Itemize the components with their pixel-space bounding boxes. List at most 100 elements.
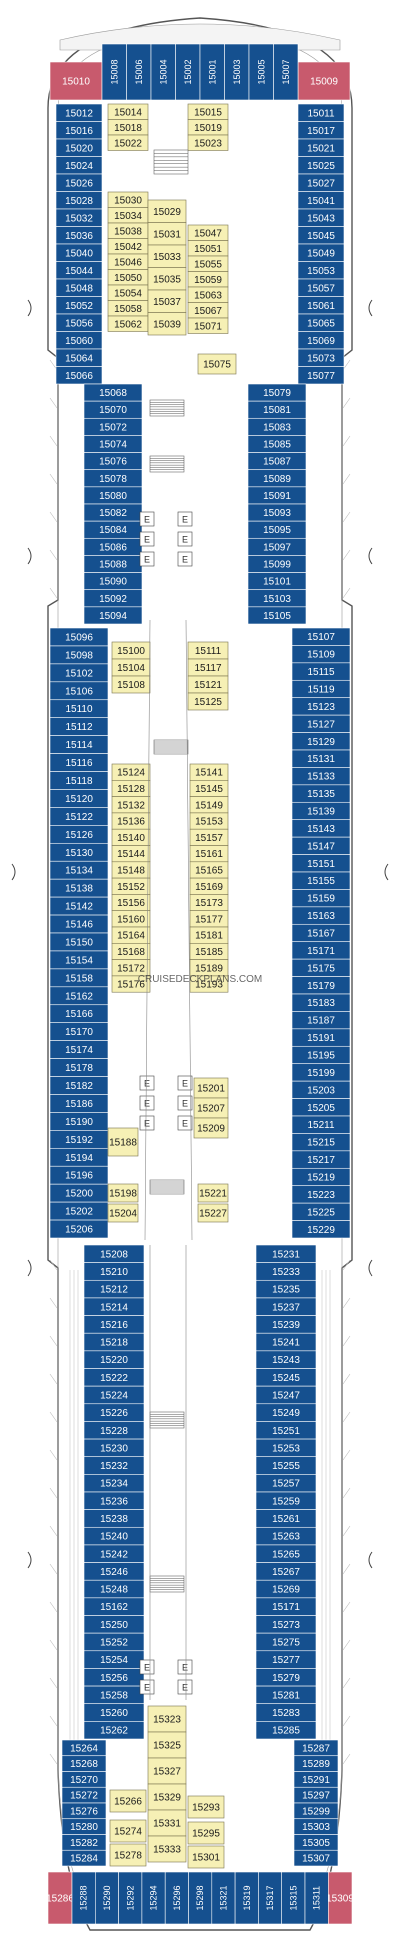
cabin-balcony[interactable]: 15255 xyxy=(255,1456,317,1475)
cabin-interior[interactable]: 15141 xyxy=(189,763,229,781)
cabin-interior[interactable]: 15014 xyxy=(107,103,149,120)
cabin-balcony[interactable]: 15228 xyxy=(83,1421,145,1440)
cabin-interior[interactable]: 15019 xyxy=(187,119,229,136)
cabin-balcony[interactable]: 15283 xyxy=(255,1703,317,1722)
cabin-balcony[interactable]: 15154 xyxy=(49,950,109,970)
cabin-balcony[interactable]: 15106 xyxy=(49,681,109,701)
cabin-balcony[interactable]: 15226 xyxy=(83,1403,145,1422)
cabin-interior[interactable]: 15198 xyxy=(107,1183,139,1203)
cabin-balcony[interactable]: 15043 xyxy=(297,208,345,227)
cabin-balcony[interactable]: 15224 xyxy=(83,1385,145,1405)
cabin-interior[interactable]: 15132 xyxy=(111,796,151,814)
cabin-interior[interactable]: 15038 xyxy=(107,222,149,239)
cabin-balcony[interactable]: 15187 xyxy=(291,1011,351,1030)
cabin-balcony[interactable]: 15284 xyxy=(61,1849,107,1867)
stern-cabin[interactable]: 15321 xyxy=(211,1871,236,1925)
cabin-balcony[interactable]: 15273 xyxy=(255,1615,317,1634)
cabin-balcony[interactable]: 15093 xyxy=(247,503,307,522)
cabin-balcony[interactable]: 15182 xyxy=(49,1076,109,1095)
cabin-balcony[interactable]: 15238 xyxy=(83,1509,145,1528)
cabin-balcony[interactable]: 15028 xyxy=(55,191,103,210)
cabin-interior[interactable]: 15039 xyxy=(147,312,187,336)
cabin-balcony[interactable]: 15186 xyxy=(49,1094,109,1113)
cabin-balcony[interactable]: 15240 xyxy=(83,1526,145,1546)
cabin-balcony[interactable]: 15143 xyxy=(291,819,351,838)
cabin-balcony[interactable]: 15248 xyxy=(83,1579,145,1599)
cabin-balcony[interactable]: 15122 xyxy=(49,807,109,826)
cabin-interior[interactable]: 15128 xyxy=(111,779,151,797)
cabin-balcony[interactable]: 15068 xyxy=(83,383,143,402)
cabin-balcony[interactable]: 15102 xyxy=(49,663,109,683)
cabin-balcony[interactable]: 15253 xyxy=(255,1438,317,1458)
cabin-balcony[interactable]: 15095 xyxy=(247,520,307,539)
cabin-balcony[interactable]: 15049 xyxy=(297,243,345,262)
cabin-balcony[interactable]: 15130 xyxy=(49,842,109,862)
cabin-interior[interactable]: 15124 xyxy=(111,763,151,781)
cabin-interior[interactable]: 15209 xyxy=(193,1117,229,1139)
cabin-balcony[interactable]: 15052 xyxy=(55,296,103,315)
cabin-balcony[interactable]: 15096 xyxy=(49,627,109,647)
cabin-balcony[interactable]: 15133 xyxy=(291,767,351,786)
cabin-balcony[interactable]: 15218 xyxy=(83,1332,145,1352)
cabin-balcony[interactable]: 15242 xyxy=(83,1544,145,1563)
cabin-balcony[interactable]: 15098 xyxy=(49,645,109,665)
cabin-interior[interactable]: 15168 xyxy=(111,942,151,960)
cabin-balcony[interactable]: 15217 xyxy=(291,1150,351,1169)
cabin-balcony[interactable]: 15243 xyxy=(255,1350,317,1369)
cabin-balcony[interactable]: 15025 xyxy=(297,156,345,175)
cabin-balcony[interactable]: 15211 xyxy=(291,1115,351,1134)
cabin-interior[interactable]: 15176 xyxy=(111,975,151,993)
stern-suite[interactable]: 15309 xyxy=(326,1871,354,1925)
cabin-balcony[interactable]: 15303 xyxy=(293,1818,339,1835)
cabin-balcony[interactable]: 15115 xyxy=(291,662,351,681)
cabin-interior[interactable]: 15030 xyxy=(107,191,149,208)
cabin-interior[interactable]: 15035 xyxy=(147,267,187,291)
cabin-balcony[interactable]: 15011 xyxy=(297,103,345,122)
cabin-balcony[interactable]: 15305 xyxy=(293,1834,339,1851)
cabin-balcony[interactable]: 15277 xyxy=(255,1650,317,1669)
cabin-interior[interactable]: 15018 xyxy=(107,119,149,136)
cabin-interior[interactable]: 15042 xyxy=(107,238,149,255)
bow-cabin[interactable]: 15001 xyxy=(199,43,225,101)
cabin-balcony[interactable]: 15072 xyxy=(83,417,143,436)
cabin-balcony[interactable]: 15086 xyxy=(83,537,143,556)
cabin-balcony[interactable]: 15195 xyxy=(291,1045,351,1065)
cabin-balcony[interactable]: 15241 xyxy=(255,1332,317,1352)
bow-cabin[interactable]: 15005 xyxy=(248,43,274,101)
cabin-balcony[interactable]: 15162 xyxy=(83,1597,145,1616)
cabin-interior[interactable]: 15227 xyxy=(197,1203,229,1223)
cabin-balcony[interactable]: 15262 xyxy=(83,1721,145,1740)
cabin-balcony[interactable]: 15151 xyxy=(291,854,351,873)
cabin-balcony[interactable]: 15229 xyxy=(291,1220,351,1239)
cabin-balcony[interactable]: 15057 xyxy=(297,278,345,297)
cabin-balcony[interactable]: 15092 xyxy=(83,589,143,608)
cabin-balcony[interactable]: 15200 xyxy=(49,1183,109,1203)
cabin-balcony[interactable]: 15202 xyxy=(49,1201,109,1221)
cabin-balcony[interactable]: 15263 xyxy=(255,1526,317,1546)
cabin-balcony[interactable]: 15116 xyxy=(49,753,109,772)
cabin-interior[interactable]: 15181 xyxy=(189,926,229,944)
stern-suite[interactable]: 15286 xyxy=(46,1871,74,1925)
cabin-balcony[interactable]: 15236 xyxy=(83,1491,145,1510)
cabin-balcony[interactable]: 15178 xyxy=(49,1058,109,1077)
cabin-balcony[interactable]: 15281 xyxy=(255,1685,317,1705)
cabin-balcony[interactable]: 15216 xyxy=(83,1315,145,1334)
cabin-balcony[interactable]: 15287 xyxy=(293,1739,339,1757)
cabin-balcony[interactable]: 15265 xyxy=(255,1544,317,1563)
cabin-balcony[interactable]: 15167 xyxy=(291,923,351,943)
cabin-balcony[interactable]: 15239 xyxy=(255,1315,317,1334)
cabin-balcony[interactable]: 15134 xyxy=(49,860,109,880)
cabin-interior[interactable]: 15201 xyxy=(193,1077,229,1099)
cabin-balcony[interactable]: 15119 xyxy=(291,679,351,699)
cabin-balcony[interactable]: 15282 xyxy=(61,1834,107,1851)
cabin-balcony[interactable]: 15065 xyxy=(297,313,345,332)
cabin-balcony[interactable]: 15268 xyxy=(61,1755,107,1772)
stern-cabin[interactable]: 15319 xyxy=(234,1871,259,1925)
cabin-balcony[interactable]: 15166 xyxy=(49,1004,109,1024)
cabin-balcony[interactable]: 15215 xyxy=(291,1133,351,1152)
cabin-balcony[interactable]: 15219 xyxy=(291,1167,351,1187)
cabin-balcony[interactable]: 15232 xyxy=(83,1456,145,1475)
cabin-interior[interactable]: 15327 xyxy=(147,1757,187,1785)
cabin-interior[interactable]: 15063 xyxy=(187,286,229,303)
cabin-balcony[interactable]: 15163 xyxy=(291,906,351,925)
